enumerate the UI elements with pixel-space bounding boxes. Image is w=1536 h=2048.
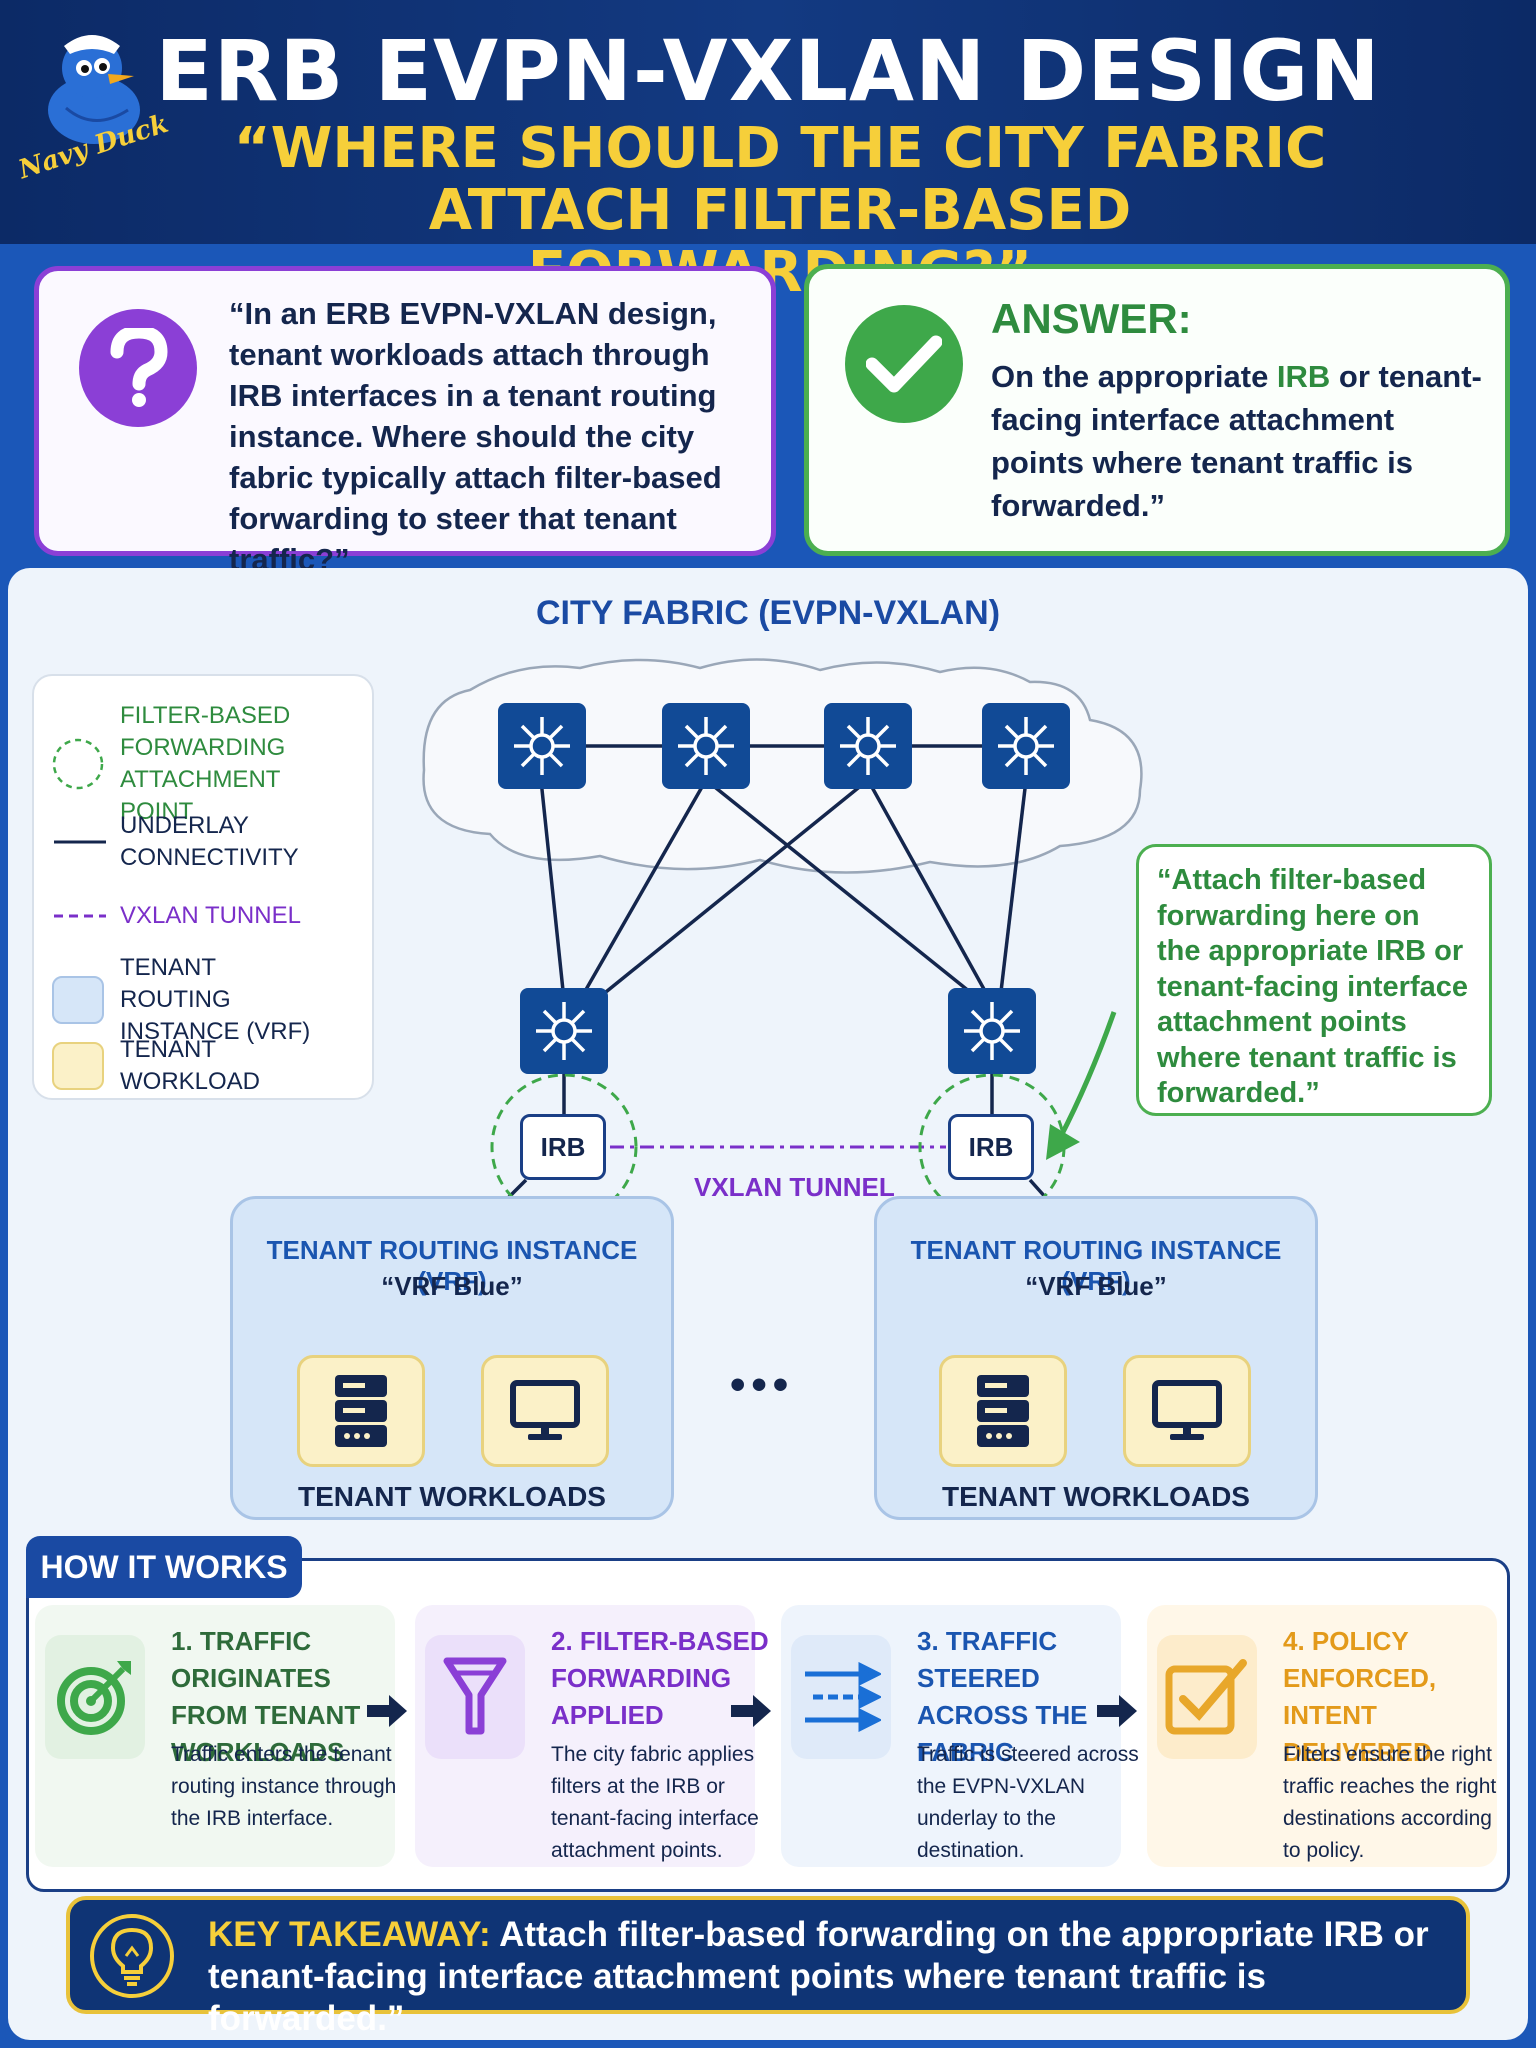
leaf-switch-right: [948, 988, 1036, 1079]
spine-switch-1: [498, 703, 586, 794]
diagram-title: CITY FABRIC (EVPN-VXLAN): [535, 594, 1001, 632]
legend-label: TENANT WORKLOAD: [120, 1036, 261, 1095]
answer-heading: ANSWER:: [991, 295, 1192, 342]
navy-duck-logo: Navy Duck: [10, 10, 190, 185]
legend-label: VXLAN TUNNEL: [120, 902, 301, 929]
question-mark-icon: [79, 309, 197, 427]
answer-text-start: On the appropriate: [991, 359, 1277, 394]
spine-switch-4: [982, 703, 1070, 794]
fbf-callout: “Attach filter-based forwarding here on …: [1136, 844, 1492, 1116]
target-icon: [45, 1635, 145, 1759]
step-1: 1. TRAFFIC ORIGINATES FROM TENANT WORKLO…: [35, 1605, 396, 1867]
workload-swatch-icon: [52, 1042, 104, 1090]
question-card: “In an ERB EVPN-VXLAN design, tenant wor…: [34, 266, 776, 577]
answer-text: On the appropriate IRB or tenant-facing …: [991, 355, 1491, 527]
legend-item-vrf: TENANT ROUTING INSTANCE (VRF): [52, 952, 320, 1048]
solid-line-icon: [54, 840, 106, 844]
vrf-name: “VRF Blue”: [1025, 1271, 1167, 1301]
page-title: ERB EVPN-VXLAN DESIGN: [155, 22, 1381, 120]
callout-arrowhead: [1046, 1124, 1080, 1160]
ellipsis: •••: [730, 1360, 795, 1409]
how-it-works-heading: HOW IT WORKS: [26, 1536, 302, 1598]
fabric-cloud: [422, 658, 1143, 874]
arrows-icon: [791, 1635, 891, 1759]
step-desc: The city fabric applies filters at the I…: [551, 1743, 759, 1862]
arrow-right-icon: [367, 1695, 407, 1727]
step-title: 1. TRAFFIC ORIGINATES FROM TENANT WORKLO…: [171, 1626, 361, 1767]
how-it-works-panel: 1. TRAFFIC ORIGINATES FROM TENANT WORKLO…: [26, 1558, 1510, 1892]
legend-item-fbf: FILTER-BASED FORWARDING ATTACHMENT POINT: [52, 700, 340, 828]
arrow-right-icon: [1097, 1695, 1137, 1727]
step-2: 2. FILTER-BASED FORWARDING APPLIED The c…: [415, 1605, 769, 1867]
irb-interface-left: IRB: [520, 1114, 606, 1180]
step-title: 4. POLICY ENFORCED, INTENT DELIVERED: [1283, 1626, 1437, 1767]
legend-item-underlay: UNDERLAY CONNECTIVITY: [52, 810, 320, 874]
question-text: “In an ERB EVPN-VXLAN design, tenant wor…: [229, 296, 722, 577]
answer-text-end: or tenant-facing interface attachment po…: [991, 359, 1482, 523]
callout-arrow: [1057, 1011, 1117, 1140]
step-4: 4. POLICY ENFORCED, INTENT DELIVERED Fil…: [1147, 1605, 1497, 1867]
server-icon: [297, 1355, 425, 1467]
funnel-icon: [425, 1635, 525, 1759]
vrf-title: TENANT ROUTING INSTANCE (VRF): [266, 1235, 638, 1296]
answer-card: ANSWER: On the appropriate IRB or tenant…: [804, 264, 1510, 556]
key-takeaway-banner: KEY TAKEAWAY: Attach filter-based forwar…: [66, 1896, 1470, 2038]
workloads-label: TENANT WORKLOADS: [298, 1481, 606, 1512]
step-3: 3. TRAFFIC STEERED ACROSS THE FABRIC Tra…: [781, 1605, 1139, 1867]
workloads-label: TENANT WORKLOADS: [942, 1481, 1250, 1512]
diagram-legend: FILTER-BASED FORWARDING ATTACHMENT POINT…: [32, 674, 374, 1100]
step-desc: Traffic enters the tenant routing instan…: [171, 1743, 397, 1830]
check-icon: [845, 305, 963, 423]
vrf-swatch-icon: [52, 976, 104, 1024]
spine-switch-3: [824, 703, 912, 794]
vrf-left: TENANT ROUTING INSTANCE (VRF) “VRF Blue”…: [230, 1196, 674, 1520]
lightbulb-icon: [90, 1914, 174, 1998]
fbf-attachment-point-left: [490, 1073, 638, 1221]
legend-label: UNDERLAY CONNECTIVITY: [120, 812, 299, 871]
step-desc: Traffic is steered across the EVPN-VXLAN…: [917, 1743, 1139, 1862]
spine-switch-2: [662, 703, 750, 794]
step-desc: Filters ensure the right traffic reaches…: [1283, 1743, 1497, 1862]
key-takeaway-label: KEY TAKEAWAY:: [208, 1915, 491, 1954]
legend-item-vxlan: VXLAN TUNNEL: [52, 900, 320, 932]
vrf-title: TENANT ROUTING INSTANCE (VRF): [910, 1235, 1282, 1296]
answer-text-highlight: IRB: [1276, 359, 1331, 394]
key-takeaway-body: Attach filter-based forwarding on the ap…: [208, 1915, 1429, 2038]
legend-label: TENANT ROUTING INSTANCE (VRF): [120, 954, 311, 1045]
irb-interface-right: IRB: [948, 1114, 1034, 1180]
monitor-icon: [481, 1355, 609, 1467]
vrf-right: TENANT ROUTING INSTANCE (VRF) “VRF Blue”…: [874, 1196, 1318, 1520]
dashed-circle-icon: [52, 738, 104, 790]
key-takeaway-text: KEY TAKEAWAY: Attach filter-based forwar…: [208, 1914, 1448, 2040]
step-title: 3. TRAFFIC STEERED ACROSS THE FABRIC: [917, 1626, 1088, 1767]
legend-label: FILTER-BASED FORWARDING ATTACHMENT POINT: [120, 702, 291, 825]
arrow-right-icon: [731, 1695, 771, 1727]
monitor-icon: [1123, 1355, 1251, 1467]
subtitle-line-1: “WHERE SHOULD THE CITY FABRIC: [233, 116, 1327, 181]
legend-item-workload: TENANT WORKLOAD: [52, 1034, 320, 1098]
leaf-switch-left: [520, 988, 608, 1079]
step-title: 2. FILTER-BASED FORWARDING APPLIED: [551, 1626, 769, 1730]
checkbox-icon: [1157, 1635, 1257, 1759]
server-icon: [939, 1355, 1067, 1467]
vxlan-tunnel-label: VXLAN TUNNEL: [694, 1172, 895, 1202]
vrf-name: “VRF Blue”: [381, 1271, 523, 1301]
dashed-line-icon: [54, 914, 106, 918]
